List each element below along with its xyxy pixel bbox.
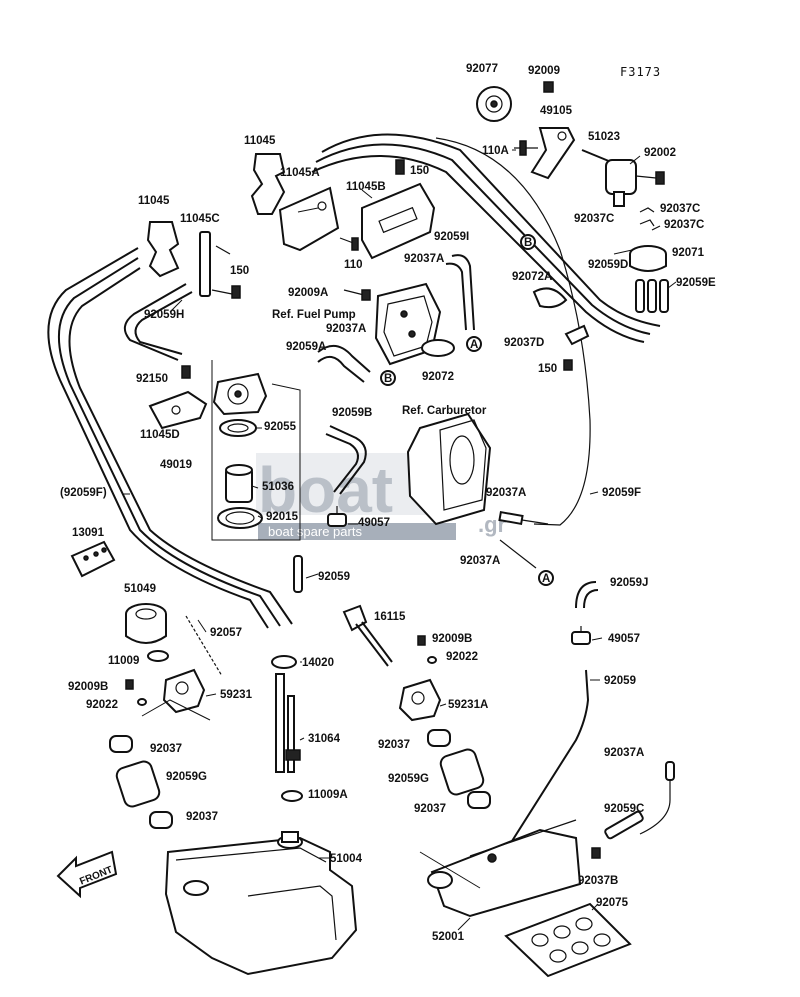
part-label-92009: 92009 <box>528 65 560 77</box>
connector-b-1: B <box>524 237 532 249</box>
part-label-92059i: 92059I <box>434 231 469 243</box>
part-label-92075: 92075 <box>596 897 629 909</box>
part-label-92037a-2: 92037A <box>326 323 366 335</box>
part-label-92059g-left: 92059G <box>166 771 207 783</box>
part-label-92009b-1: 92009B <box>432 633 472 645</box>
watermark-main: boat <box>258 454 393 526</box>
part-label-11045-top: 11045 <box>244 135 276 147</box>
part-label-150-left: 150 <box>230 265 249 277</box>
part-label-92037d: 92037D <box>504 337 544 349</box>
connector-markers: B A B A <box>380 234 554 586</box>
part-label-92059-1: 92059 <box>318 571 350 583</box>
part-label-92037-4: 92037 <box>186 811 218 823</box>
part-label-92071: 92071 <box>672 247 705 259</box>
part-label-110: 110 <box>344 259 363 271</box>
part-label-92059f-paren: (92059F) <box>60 487 107 499</box>
part-label-49057-1: 49057 <box>358 517 390 529</box>
part-label-92059-2: 92059 <box>604 675 636 687</box>
watermark-sub: boat spare parts <box>268 524 362 539</box>
part-label-59231a: 59231A <box>448 699 488 711</box>
part-label-92072: 92072 <box>422 371 454 383</box>
part-label-51004: 51004 <box>330 853 363 865</box>
part-label-92037c-2: 92037C <box>574 213 614 225</box>
part-label-92002: 92002 <box>644 147 676 159</box>
leader-lines <box>122 149 677 931</box>
part-label-92037b: 92037B <box>578 875 618 887</box>
part-label-11045b: 11045B <box>346 181 386 193</box>
part-label-92059c: 92059C <box>604 803 644 815</box>
front-arrow: FRONT <box>56 850 118 899</box>
part-label-49057-2: 49057 <box>608 633 640 645</box>
part-label-13091: 13091 <box>72 527 105 539</box>
part-label-92059a: 92059A <box>286 341 326 353</box>
part-label-92059b: 92059B <box>332 407 372 419</box>
part-label-92022-2: 92022 <box>86 699 118 711</box>
part-label-92009b-2: 92009B <box>68 681 108 693</box>
part-label-52001: 52001 <box>432 931 465 943</box>
part-number-labels: 92077 92009 49105 110A 51023 92002 92037… <box>60 63 716 943</box>
part-label-92059f: 92059F <box>602 487 641 499</box>
part-label-92037-3: 92037 <box>414 803 446 815</box>
part-label-11009: 11009 <box>108 655 139 667</box>
part-label-150-top: 150 <box>410 165 429 177</box>
part-label-92037-2: 92037 <box>378 739 410 751</box>
connector-a-1: A <box>470 339 478 351</box>
part-label-11045c: 11045C <box>180 213 220 225</box>
part-label-92037a-4: 92037A <box>460 555 500 567</box>
part-label-92077: 92077 <box>466 63 498 75</box>
part-label-92055: 92055 <box>264 421 297 433</box>
part-label-11045a: 11045A <box>280 167 320 179</box>
part-label-16115: 16115 <box>374 611 406 623</box>
part-label-51036: 51036 <box>262 481 294 493</box>
part-label-92037c-1: 92037C <box>660 203 700 215</box>
part-label-51049: 51049 <box>124 583 156 595</box>
connector-b-2: B <box>384 373 392 385</box>
part-label-92015: 92015 <box>266 511 299 523</box>
main-fuel-hoses <box>47 133 661 629</box>
part-label-49019: 49019 <box>160 459 192 471</box>
connector-a-2: A <box>542 573 550 585</box>
part-label-92057: 92057 <box>210 627 242 639</box>
part-label-92150: 92150 <box>136 373 168 385</box>
diagram-code: F3173 <box>620 65 661 79</box>
part-label-92059e: 92059E <box>676 277 716 289</box>
part-label-11009a: 11009A <box>308 789 348 801</box>
parts-artwork <box>70 81 675 978</box>
part-label-92022-1: 92022 <box>446 651 478 663</box>
part-label-92059h: 92059H <box>144 309 184 321</box>
part-label-110a: 110A <box>482 145 509 157</box>
part-label-11045-left: 11045 <box>138 195 170 207</box>
part-label-92037a-5: 92037A <box>604 747 644 759</box>
part-label-59231: 59231 <box>220 689 253 701</box>
part-label-92037-1: 92037 <box>150 743 182 755</box>
part-label-14020: 14020 <box>302 657 334 669</box>
part-label-92072a: 92072A <box>512 271 552 283</box>
part-label-11045d: 11045D <box>140 429 180 441</box>
part-label-92059g-right: 92059G <box>388 773 429 785</box>
part-label-92037c-3: 92037C <box>664 219 704 231</box>
part-label-92037a-1: 92037A <box>404 253 444 265</box>
part-label-92009a: 92009A <box>288 287 328 299</box>
part-label-31064: 31064 <box>308 733 341 745</box>
ref-fuel-pump: Ref. Fuel Pump <box>272 309 356 321</box>
part-label-92037a-3: 92037A <box>486 487 526 499</box>
part-label-51023: 51023 <box>588 131 620 143</box>
part-label-92059d: 92059D <box>588 259 628 271</box>
part-label-92059j: 92059J <box>610 577 648 589</box>
ref-carburetor: Ref. Carburetor <box>402 405 487 417</box>
part-label-150-right: 150 <box>538 363 557 375</box>
part-label-49105: 49105 <box>540 105 573 117</box>
